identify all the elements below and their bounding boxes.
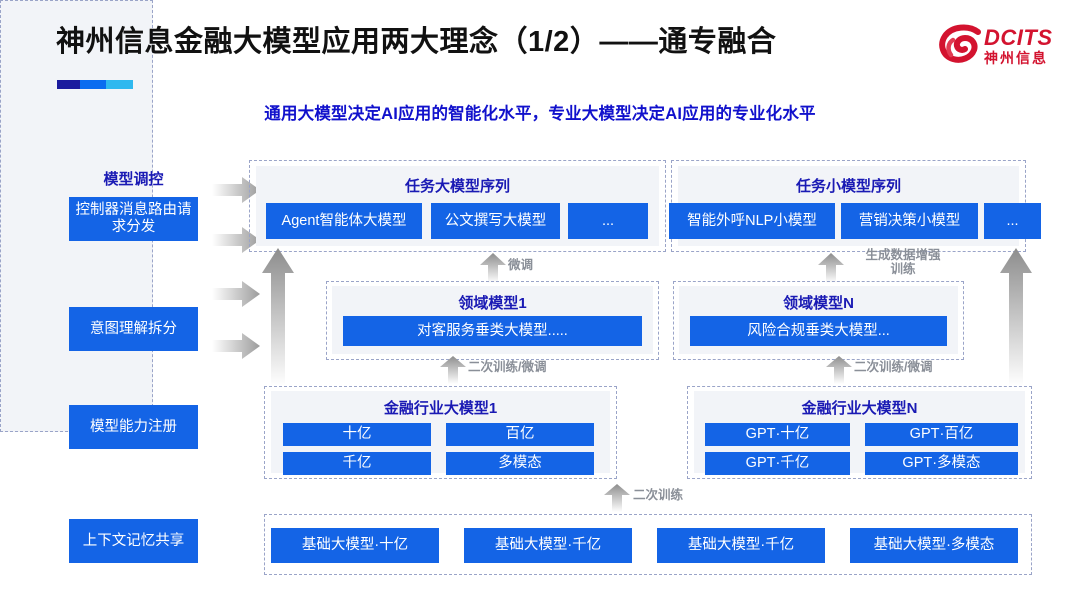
- up-arrow-icon-retrain-base: [604, 484, 630, 512]
- base-model-group: [264, 514, 1032, 575]
- arrow-label-finetune: 微调: [508, 258, 534, 272]
- industry-model-n-group: [687, 386, 1032, 479]
- sidebar-item-controller-routing[interactable]: 控制器消息路由请求分发: [69, 197, 198, 241]
- up-arrow-icon-data-augmentation: [818, 253, 844, 283]
- title-accent-bar: [57, 80, 133, 89]
- industry-model-1-title: 金融行业大模型1: [383, 400, 498, 417]
- industry-1-scale-billion[interactable]: 十亿: [283, 423, 431, 446]
- industry-n-gpt-hundred-billion[interactable]: GPT·千亿: [705, 452, 850, 475]
- industry-model-1-group: [264, 386, 617, 479]
- task-small-model-title: 任务小模型序列: [795, 178, 901, 195]
- task-model-more[interactable]: ...: [568, 203, 648, 239]
- domain-model-customer-service[interactable]: 对客服务垂类大模型.....: [343, 316, 642, 346]
- base-model-billion[interactable]: 基础大模型·十亿: [271, 528, 439, 563]
- sidebar-item-context-memory[interactable]: 上下文记忆共享: [69, 519, 198, 563]
- sidebar-item-intent-understanding[interactable]: 意图理解拆分: [69, 307, 198, 351]
- accent-segment-2: [79, 80, 107, 89]
- right-arrow-icon-2: [212, 227, 260, 253]
- page-subtitle: 通用大模型决定AI应用的智能化水平，专业大模型决定AI应用的专业化水平: [264, 105, 816, 123]
- accent-segment-3: [106, 80, 133, 89]
- task-large-model-group: [249, 160, 666, 252]
- arrow-label-retrain-finetune-right: 二次训练/微调: [854, 360, 933, 374]
- industry-n-gpt-billion[interactable]: GPT·十亿: [705, 423, 850, 446]
- right-arrow-icon-1: [212, 177, 260, 203]
- up-arrow-icon-retrain-left: [440, 356, 466, 384]
- logo-brand-text: DCITS: [984, 25, 1053, 50]
- task-model-marketing-decision[interactable]: 营销决策小模型: [841, 203, 978, 239]
- industry-model-n-title: 金融行业大模型N: [801, 400, 918, 417]
- industry-1-scale-hundred-billion[interactable]: 千亿: [283, 452, 431, 475]
- page-title: 神州信息金融大模型应用两大理念（1/2）——通专融合: [56, 26, 777, 58]
- base-model-trillion[interactable]: 基础大模型·千亿: [657, 528, 825, 563]
- industry-n-gpt-ten-billion[interactable]: GPT·百亿: [865, 423, 1018, 446]
- domain-model-1-group: [326, 281, 659, 360]
- industry-1-multimodal[interactable]: 多模态: [446, 452, 594, 475]
- logo-brand-cn-text: 神州信息: [984, 50, 1048, 66]
- right-arrow-icon-3: [212, 281, 260, 307]
- up-arrow-icon-retrain-right: [826, 356, 852, 384]
- domain-model-1-title: 领域模型1: [458, 295, 527, 312]
- up-arrow-icon-tall-right: [1000, 248, 1032, 386]
- arrow-label-retrain-base: 二次训练: [633, 488, 684, 502]
- domain-model-n-title: 领域模型N: [783, 295, 854, 312]
- task-model-agent[interactable]: Agent智能体大模型: [266, 203, 422, 239]
- arrow-label-data-augmentation: 生成数据增强 训练: [865, 248, 941, 277]
- right-arrow-icon-4: [212, 333, 260, 359]
- domain-model-n-group: [673, 281, 964, 360]
- accent-segment-1: [57, 80, 80, 89]
- task-model-outbound-nlp[interactable]: 智能外呼NLP小模型: [669, 203, 835, 239]
- company-logo: DCITS 神州信息: [938, 20, 1066, 72]
- arrow-label-retrain-finetune-left: 二次训练/微调: [468, 360, 547, 374]
- up-arrow-icon-finetune: [480, 253, 506, 283]
- base-model-hundred-billion[interactable]: 基础大模型·千亿: [464, 528, 632, 563]
- sidebar-item-capability-register[interactable]: 模型能力注册: [69, 405, 198, 449]
- left-column-title: 模型调控: [103, 171, 164, 188]
- industry-n-gpt-multimodal[interactable]: GPT·多模态: [865, 452, 1018, 475]
- up-arrow-icon-tall-left: [262, 248, 294, 386]
- domain-model-risk-compliance[interactable]: 风险合规垂类大模型...: [690, 316, 947, 346]
- base-model-multimodal[interactable]: 基础大模型·多模态: [850, 528, 1018, 563]
- industry-1-scale-ten-billion[interactable]: 百亿: [446, 423, 594, 446]
- dcits-swirl-icon: [939, 24, 981, 63]
- task-model-more-right[interactable]: ...: [984, 203, 1041, 239]
- task-large-model-title: 任务大模型序列: [404, 178, 510, 195]
- task-model-doc-writing[interactable]: 公文撰写大模型: [431, 203, 560, 239]
